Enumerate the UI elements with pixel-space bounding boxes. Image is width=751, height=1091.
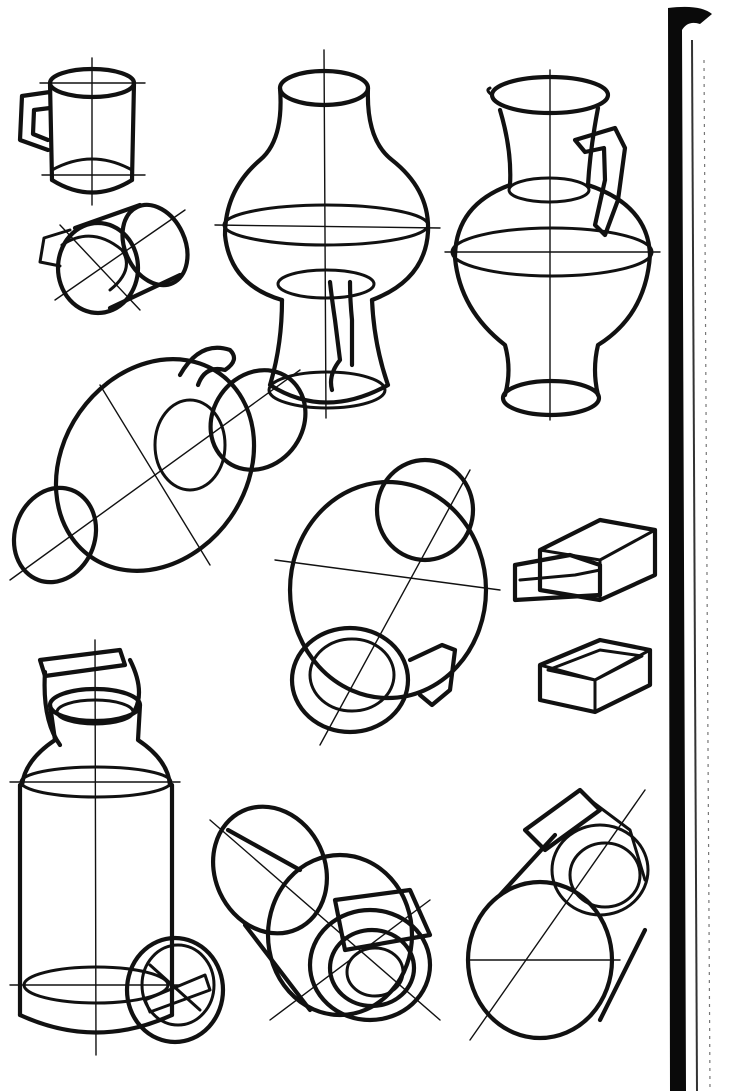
milk-can-lying (209, 804, 441, 1023)
binding-edge (668, 0, 751, 1091)
milk-can-upright (9, 639, 181, 1056)
pitcher-upright (444, 69, 661, 421)
mug-tilted (38, 202, 190, 316)
milk-can-tilted (465, 787, 650, 1041)
matchbox-tray (537, 637, 653, 715)
matchbox-open (512, 517, 658, 603)
glass-vase (214, 49, 441, 419)
milk-can-lid (124, 935, 226, 1045)
mug-upright (17, 57, 146, 206)
pitcher-from-above (274, 457, 501, 746)
pitcher-lying (9, 345, 308, 585)
